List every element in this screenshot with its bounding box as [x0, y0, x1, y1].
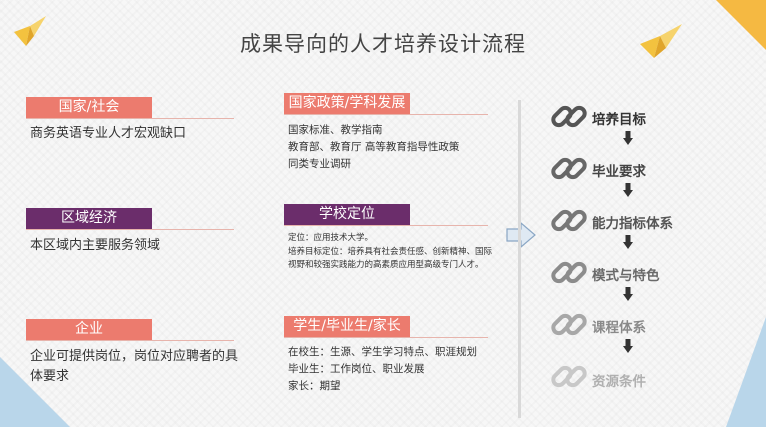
policy-details: 国家标准、教学指南 教育部、教育厅 高等教育指导性政策 同类专业调研 [288, 122, 498, 173]
students-line: 在校生：生源、学生学习特点、职涯规划 [288, 346, 477, 358]
step-label: 资源条件 [592, 374, 646, 390]
chain-link-icon [551, 105, 587, 128]
arrow-down-icon [623, 287, 633, 301]
policy-line: 教育部、教育厅 高等教育指导性政策 [288, 141, 460, 153]
vertical-divider [518, 100, 521, 418]
chain-link-icon [551, 365, 587, 388]
desc-regional-economy: 本区域内主要服务领域 [30, 238, 161, 253]
school-positioning-details: 定位：应用技术大学。 培养目标定位：培养具有社会责任感、创新精神、国际视野和较强… [288, 232, 494, 273]
students-details: 在校生：生源、学生学习特点、职涯规划 毕业生：工作岗位、职业发展 家长：期望 [288, 344, 498, 395]
step-label: 模式与特色 [592, 268, 660, 284]
policy-line: 同类专业调研 [288, 158, 351, 170]
students-line: 毕业生：工作岗位、职业发展 [288, 363, 425, 375]
desc-enterprise: 企业可提供岗位，岗位对应聘者的具体要求 [30, 349, 239, 384]
arrow-down-icon [623, 339, 633, 353]
paper-crane-icon [640, 24, 682, 58]
step-label: 培养目标 [592, 112, 646, 128]
chain-link-icon [551, 313, 587, 336]
page-title: 成果导向的人才培养设计流程 [240, 32, 526, 56]
desc-national-society: 商务英语专业人才宏观缺口 [30, 126, 187, 141]
paper-crane-icon [14, 16, 46, 46]
arrow-right-icon [506, 222, 536, 248]
steps-flow: 培养目标 毕业要求 能力指标体系 模式与特色 课程体系 资源条件 [550, 98, 750, 398]
tag-students-parents: 学生/毕业生/家长 [284, 316, 410, 337]
tag-national-society: 国家/社会 [26, 97, 152, 118]
chain-link-icon [551, 261, 587, 284]
chain-link-icon [551, 209, 587, 232]
divider [284, 114, 488, 115]
chain-link-icon [551, 157, 587, 180]
tag-school-positioning: 学校定位 [284, 204, 410, 225]
step-label: 能力指标体系 [592, 216, 673, 232]
arrow-down-icon [623, 131, 633, 145]
step-label: 毕业要求 [592, 164, 646, 180]
students-line: 家长：期望 [288, 380, 341, 392]
tag-policy-discipline: 国家政策/学科发展 [284, 93, 410, 114]
step-label: 课程体系 [592, 320, 646, 336]
corner-decoration-bottom-left [0, 357, 70, 427]
divider [26, 340, 234, 341]
policy-line: 国家标准、教学指南 [288, 124, 383, 136]
tag-enterprise: 企业 [26, 319, 152, 340]
school-line: 定位：应用技术大学。 [288, 233, 374, 243]
arrow-down-icon [623, 183, 633, 197]
corner-decoration-bottom-right [726, 317, 766, 427]
divider [284, 337, 488, 338]
tag-regional-economy: 区域经济 [26, 208, 152, 229]
divider [26, 229, 234, 230]
corner-decoration-top-right [716, 0, 766, 50]
divider [26, 118, 234, 119]
divider [284, 225, 488, 226]
arrow-down-icon [623, 235, 633, 249]
school-line: 培养目标定位：培养具有社会责任感、创新精神、国际视野和较强实践能力的高素质应用型… [288, 246, 493, 271]
